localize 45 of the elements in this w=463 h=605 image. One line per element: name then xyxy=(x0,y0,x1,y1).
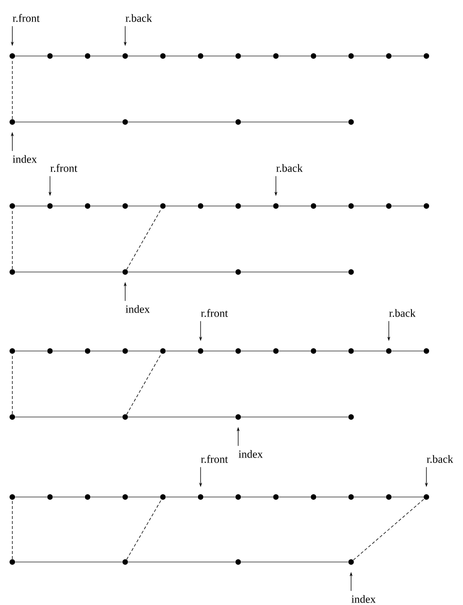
pointer-label: r.front xyxy=(201,455,228,463)
line-segment xyxy=(391,350,424,352)
line-segment xyxy=(128,350,160,352)
pointer-label: r.back xyxy=(126,14,152,22)
line-segment xyxy=(203,496,236,498)
line-segment xyxy=(166,496,198,498)
line-segment xyxy=(52,496,85,498)
line-segment xyxy=(354,496,386,498)
line-segment xyxy=(391,496,424,498)
dashed-line xyxy=(353,498,424,560)
dashed-line xyxy=(12,58,13,120)
dashed-line xyxy=(126,499,162,560)
line-segment xyxy=(128,496,160,498)
pointer-label: r.back xyxy=(276,164,303,172)
line-segment xyxy=(14,416,123,418)
line-segment xyxy=(14,350,48,352)
dashed-line xyxy=(126,208,162,270)
pointer-label: r.front xyxy=(201,309,228,317)
dashed-line xyxy=(126,353,162,415)
line-segment xyxy=(203,350,236,352)
line-segment xyxy=(354,350,386,352)
pointer-label: index xyxy=(238,450,263,458)
dashed-line xyxy=(12,208,13,270)
pointer-label: index xyxy=(126,305,150,313)
pointer-label: index xyxy=(352,595,376,603)
line-segment xyxy=(128,416,236,418)
pointer-label: r.front xyxy=(12,14,40,22)
line-segment xyxy=(240,496,274,498)
pointer-label: r.back xyxy=(389,309,416,317)
line-segment xyxy=(240,350,274,352)
line-segment xyxy=(90,496,123,498)
line-segment xyxy=(52,350,85,352)
pointer-label: r.front xyxy=(50,164,78,172)
line-segment xyxy=(14,496,48,498)
line-segment xyxy=(316,496,348,498)
dashed-line xyxy=(12,500,13,560)
pointer-label: index xyxy=(12,155,37,163)
line-segment xyxy=(278,350,311,352)
line-segment xyxy=(240,416,348,418)
line-segment xyxy=(90,350,123,352)
pointer-label: r.back xyxy=(426,455,454,463)
line-segment xyxy=(316,350,348,352)
dashed-line xyxy=(12,354,13,414)
line-segment xyxy=(278,496,311,498)
line-segment xyxy=(166,350,198,352)
